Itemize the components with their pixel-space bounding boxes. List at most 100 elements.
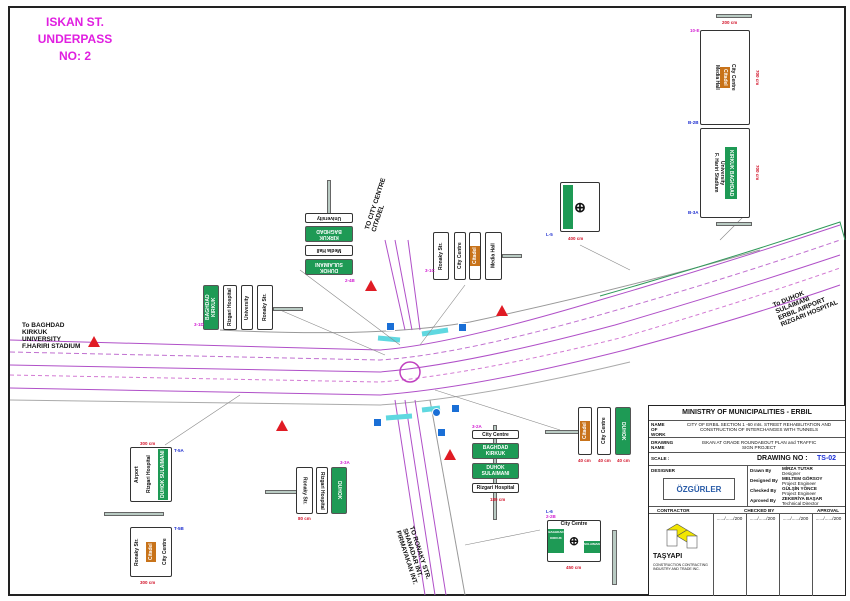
sign-text: Citadel <box>720 67 730 88</box>
sign-text: Airport <box>134 466 140 483</box>
sign-text: Citadel <box>146 541 156 563</box>
sign-pole <box>265 490 297 494</box>
sign-code: L-5 <box>546 232 553 237</box>
contractor-logo-icon <box>666 523 698 549</box>
leader-line <box>434 389 561 431</box>
sign-text: Rizgari Hospital <box>146 455 152 494</box>
tb-label: DRAWING NAME <box>651 440 674 451</box>
direction-west: To BAGHDAD KIRKUK UNIVERSITY F.HARIRI ST… <box>22 322 81 350</box>
gantry-post <box>716 14 752 18</box>
dimension-label: 700 cm <box>755 165 760 181</box>
tb-label: NAME OF WORK <box>651 422 666 438</box>
drawing-name: ISKAN AT GRADE ROUNDABOUT PLAN and TRAFF… <box>701 440 817 451</box>
sign-text: University <box>719 160 725 186</box>
sign-panel: City Centre <box>472 430 519 439</box>
scale-label: SCALE : <box>651 456 670 461</box>
dimension-label: 40 cm <box>617 458 630 463</box>
road-edge <box>394 399 447 596</box>
pedestrian-sign-icon <box>451 404 460 413</box>
roundabout-diagram-icon: ⊕ <box>568 534 580 548</box>
sign-text: Ronaky Str. <box>134 538 140 566</box>
date-field: ....../....../200 <box>782 516 809 521</box>
designer-logo: ÖZGÜRLER <box>663 478 735 500</box>
sign-text: City Centre <box>162 538 168 566</box>
sign-pole <box>273 307 303 311</box>
road-edge <box>9 361 631 406</box>
warning-triangle-icon <box>444 449 456 460</box>
person-name: MELTEM GÖRSOY <box>782 476 823 481</box>
roundabout <box>399 361 421 383</box>
sign-panel: Rizgari Hospital <box>316 467 328 514</box>
roundabout-diagram-icon: ⊕ <box>574 199 586 215</box>
road-edge <box>219 249 761 334</box>
sign-text: City Centre <box>730 64 736 91</box>
dimension-label: 40 cm <box>598 458 611 463</box>
sign-panel: University <box>241 285 253 330</box>
tb-header-row: MINISTRY OF MUNICIPALITIES - ERBIL <box>649 406 845 421</box>
signature-table: Drawn By MİRZA TUTAR Designer Designed B… <box>747 466 847 506</box>
sign-panel: City Centre <box>597 407 611 455</box>
sign-code: B-2B <box>688 120 699 125</box>
sign-panel: DUHOK SULAIMANI <box>472 463 519 479</box>
road-edge <box>429 399 466 596</box>
leader-line <box>719 214 746 241</box>
date-field: ....../....../200 <box>716 516 743 521</box>
dimension-label: 200 cm <box>722 20 738 25</box>
sign-code: 3-1C <box>425 268 435 273</box>
drawing-number: TS-02 <box>817 455 837 462</box>
sign-code: 3-1D <box>194 322 204 327</box>
contractor-subtitle: CONSTRUCTION CONTRACTING INDUSTRY AND TR… <box>653 563 708 572</box>
sign-code: 3-2A <box>472 424 482 429</box>
road-edge <box>9 284 841 396</box>
mandatory-roundabout-icon <box>432 408 441 417</box>
sign-code: 2-4B <box>345 278 355 283</box>
leader-line <box>464 529 541 546</box>
sign-t5b: Ronaky Str. Citadel City Centre <box>130 527 172 577</box>
sign-pole <box>545 430 580 434</box>
dimension-label: 400 cm <box>568 236 584 241</box>
sign-text: SULAIMANI <box>584 541 600 553</box>
tb-label: Drawn By <box>750 468 772 473</box>
sign-panel: Media Hall <box>485 232 502 280</box>
tb-label: CONTRACTOR <box>657 508 690 513</box>
road-edge <box>9 254 841 373</box>
dimension-label: 80 cm <box>298 516 311 521</box>
date-field: ....../....../200 <box>815 516 842 521</box>
road-edge <box>9 267 841 383</box>
sign-pole <box>612 530 617 585</box>
drawing-no-label: DRAWING NO : <box>757 455 808 462</box>
sign-code: T-5B <box>174 526 184 531</box>
person-name: GÜLŞİN YÖNCE <box>782 486 817 491</box>
person-role: Technical Director <box>782 501 819 506</box>
sign-code: B-3A <box>688 210 699 215</box>
pedestrian-sign-icon <box>373 418 382 427</box>
sign-panel: BAGHDAD KIRKUK <box>472 443 519 459</box>
date-field: ....../....../200 <box>749 516 776 521</box>
title-line: UNDERPASS <box>37 32 113 46</box>
gantry-panel-1: City Centre Citadel Media Hall <box>700 30 750 125</box>
sign-code: 10-E <box>690 28 700 33</box>
sign-text: Media Hall <box>714 65 720 90</box>
tb-scale-row: SCALE : DRAWING NO : TS-02 <box>649 453 845 466</box>
dimension-label: 300 cm <box>140 441 156 446</box>
tb-label: Checked By <box>750 488 777 493</box>
sign-text: City Centre <box>560 521 588 527</box>
dimension-label: 40 cm <box>578 458 591 463</box>
tb-label: CHECKED BY <box>744 508 775 513</box>
pedestrian-sign-icon <box>437 428 446 437</box>
road-edge <box>9 224 841 351</box>
person-name: ZEKERİYA BAŞAR <box>782 496 823 501</box>
sign-text: KIRKUK BAGHDAD <box>725 146 737 200</box>
sign-panel: Ronaky Str. <box>296 467 313 514</box>
sign-panel: Ronaky Str. <box>257 285 273 330</box>
tb-label: APROVAL <box>817 508 840 513</box>
tb-label: Designed By <box>750 478 778 483</box>
warning-triangle-icon <box>365 280 377 291</box>
sign-code: L-6 <box>546 509 553 514</box>
ministry-name: MINISTRY OF MUNICIPALITIES - ERBIL <box>682 409 812 416</box>
gantry-panel-2: KIRKUK BAGHDAD University F. Hariri Stad… <box>700 128 750 218</box>
person-role: Designer <box>782 471 801 476</box>
road-edge <box>9 239 841 361</box>
tb-label: Aproved By <box>750 498 776 503</box>
